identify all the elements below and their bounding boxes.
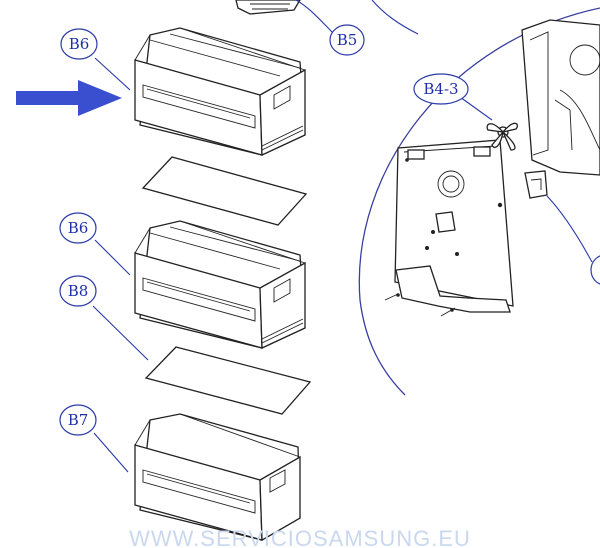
evaporator-cover-panel [384,139,514,317]
svg-text:B7: B7 [68,411,89,429]
leader-b6-mid [94,239,131,276]
leader-b5 [295,0,337,37]
svg-text:B6: B6 [68,219,89,237]
drawer-b6-middle [134,220,306,350]
rear-housing-part [521,19,600,176]
svg-text:B5: B5 [337,31,358,49]
drawer-b7 [134,413,301,542]
glass-shelf-bottom [144,346,312,415]
b5-part [235,0,301,15]
leader-b6-top [94,57,131,91]
pointer-arrow [16,80,122,116]
label-b4-3: B4-3 [413,73,469,105]
label-b6-mid: B6 [59,212,97,244]
label-b5: B5 [329,24,365,56]
label-partial-right [590,255,600,285]
label-b6-top: B6 [60,28,98,60]
leader-bracket [546,195,593,263]
glass-shelf-top [141,156,308,226]
leader-b7 [93,432,129,473]
svg-text:B6: B6 [69,35,90,53]
detail-circle-arc-top [371,0,419,35]
detail-circle-arc [358,7,600,396]
label-b7: B7 [59,404,97,436]
small-bracket-part [524,170,548,199]
leader-b4-3 [459,96,493,121]
svg-text:B8: B8 [68,282,89,300]
label-b8: B8 [59,275,97,307]
fan-blade-part [486,122,518,151]
leader-b8 [92,305,149,361]
watermark-text: WWW.SERVICIOSAMSUNG.EU [129,526,471,548]
svg-text:B4-3: B4-3 [423,80,458,98]
drawer-b6-top [134,27,306,157]
